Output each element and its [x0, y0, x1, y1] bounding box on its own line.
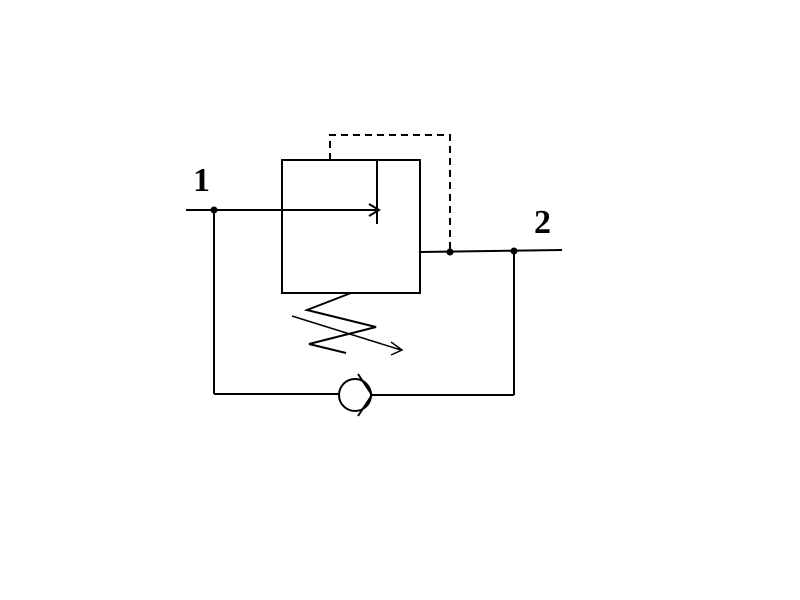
check-valve-seat — [357, 373, 374, 417]
check-valve-ball — [338, 378, 372, 412]
junction-dot-pilot — [446, 248, 454, 256]
pilot-line — [329, 134, 451, 252]
port-2-label: 2 — [534, 204, 551, 241]
outlet-line — [419, 249, 563, 253]
valve-body — [281, 159, 421, 294]
adjust-arrow-head — [390, 341, 404, 356]
adjust-arrow-shaft — [291, 315, 402, 351]
junction-dot-outlet — [510, 247, 518, 255]
flow-arrow-head — [368, 203, 381, 217]
junction-dot-inlet — [210, 206, 218, 214]
port-1-label: 1 — [193, 162, 210, 199]
adjustable-spring-icon — [303, 292, 377, 354]
